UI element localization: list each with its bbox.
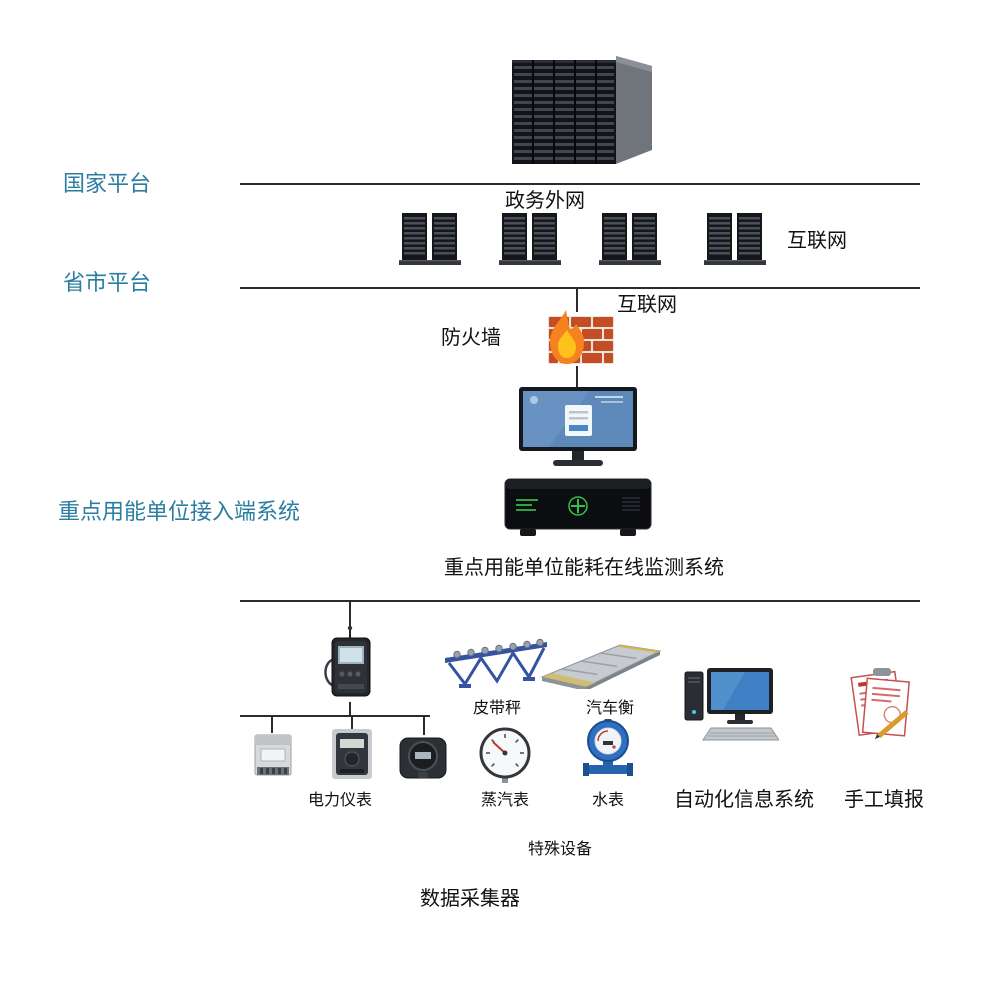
power-meter-2-icon xyxy=(330,729,374,781)
server-tower-icon xyxy=(499,213,561,268)
automation-system-label: 自动化信息系统 xyxy=(674,789,814,811)
server-tower-icon xyxy=(399,213,461,268)
firewall-connector-top xyxy=(576,287,578,312)
meter3-connector xyxy=(423,715,425,735)
collector-server-box-icon xyxy=(504,473,652,540)
belt-scale-icon xyxy=(443,636,551,690)
firewall-connector-bottom xyxy=(576,366,578,388)
server-tower-icon xyxy=(704,213,766,268)
power-meters-label: 电力仪表 xyxy=(307,792,372,809)
firewall-label: 防火墙 xyxy=(441,327,501,349)
provincial-level-line xyxy=(240,287,920,289)
truck-scale-label: 汽车衡 xyxy=(585,700,634,717)
water-meter-icon xyxy=(583,717,633,781)
enterprise-level-line xyxy=(240,600,920,602)
manual-report-label: 手工填报 xyxy=(844,789,924,811)
access-system-label: 重点用能单位接入端系统 xyxy=(58,499,301,524)
special-equipment-label: 特殊设备 xyxy=(527,841,592,858)
data-collector-icon xyxy=(322,626,378,702)
automation-computer-icon xyxy=(683,668,779,742)
collector-connector-bottom xyxy=(349,702,351,715)
collector-connector-top xyxy=(349,600,351,628)
steam-gauge-icon xyxy=(479,727,531,785)
national-level-line xyxy=(240,183,920,185)
meter-bus-line xyxy=(240,715,430,717)
national-server-cluster-icon xyxy=(512,56,654,166)
steam-meter-label: 蒸汽表 xyxy=(480,792,529,809)
provincial-platform-label: 省市平台 xyxy=(63,270,152,295)
truck-scale-icon xyxy=(540,637,662,689)
meter2-connector xyxy=(351,715,353,729)
gov-extranet-label: 政务外网 xyxy=(505,190,585,212)
power-meter-3-icon xyxy=(398,736,448,780)
server-tower-icon xyxy=(599,213,661,268)
data-collector-label: 数据采集器 xyxy=(420,888,520,910)
belt-scale-label: 皮带秤 xyxy=(472,700,521,717)
national-platform-label: 国家平台 xyxy=(63,171,152,196)
internet-mid-label: 互联网 xyxy=(617,294,677,316)
water-meter-label: 水表 xyxy=(591,792,624,809)
manual-report-icon xyxy=(845,666,915,740)
internet-top-label: 互联网 xyxy=(787,230,847,252)
power-meter-1-icon xyxy=(253,733,293,781)
meter1-connector xyxy=(271,715,273,733)
monitor-icon xyxy=(519,387,637,470)
monitoring-system-label: 重点用能单位能耗在线监测系统 xyxy=(444,557,724,579)
firewall-icon xyxy=(536,308,616,368)
